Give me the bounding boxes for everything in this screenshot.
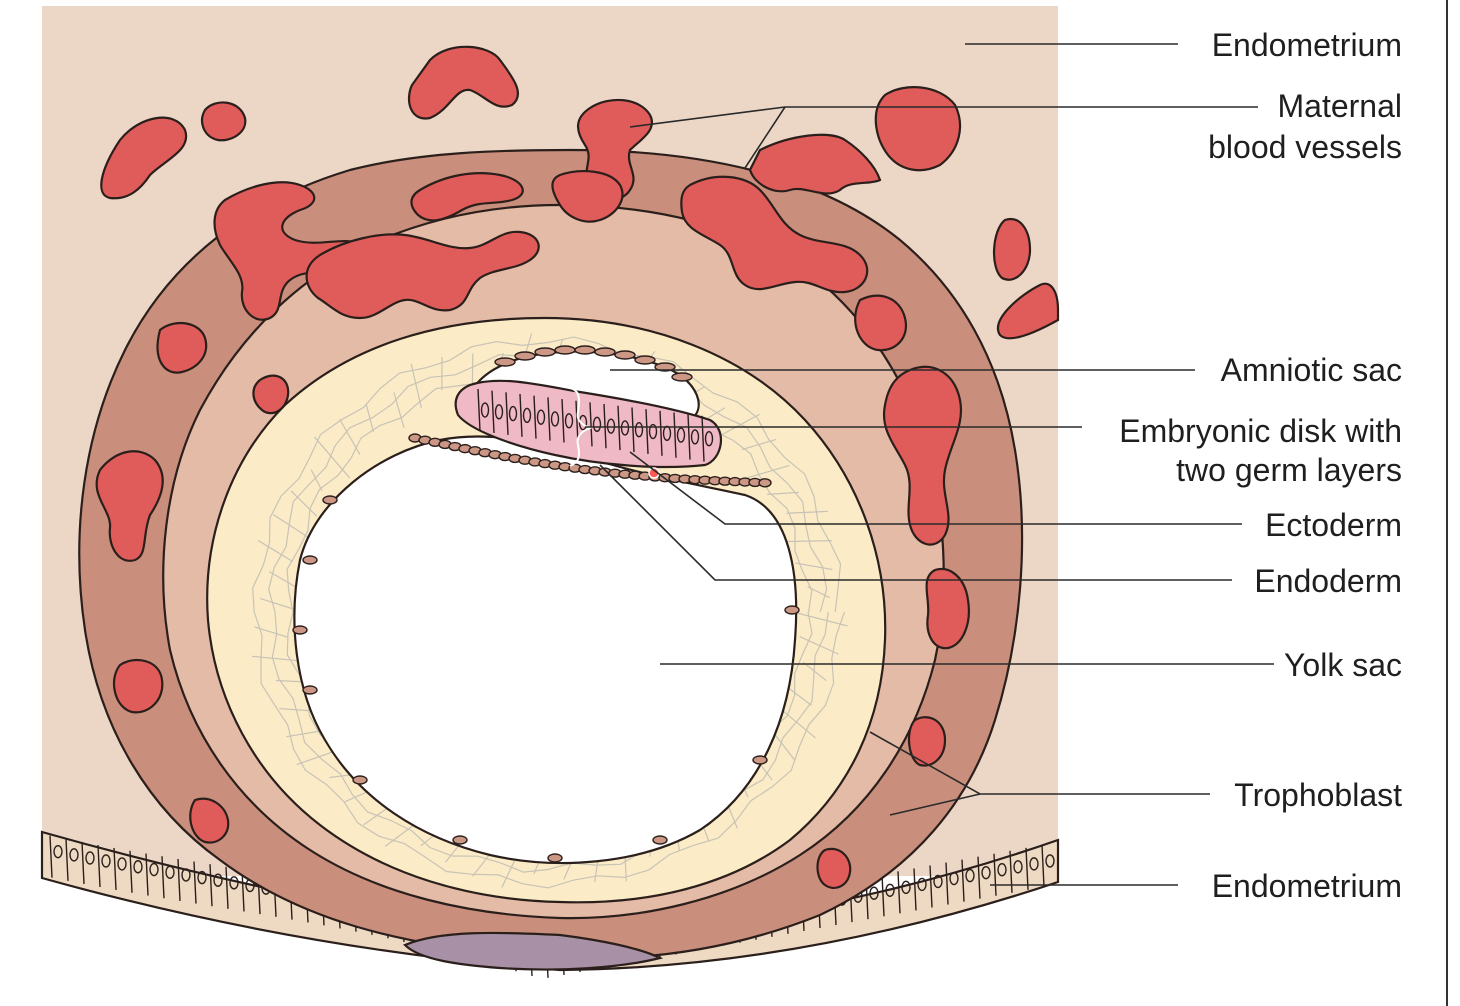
amnion-cells bbox=[494, 345, 693, 382]
ectoderm-cells bbox=[477, 388, 714, 462]
leader-lines bbox=[585, 43, 1274, 886]
label-amniotic-sac: Amniotic sac bbox=[1221, 352, 1402, 388]
label-yolk-sac: Yolk sac bbox=[1284, 647, 1402, 683]
label-endometrium-top: Endometrium bbox=[1212, 27, 1402, 63]
abembryonic-plug bbox=[403, 931, 664, 971]
label-ectoderm: Ectoderm bbox=[1265, 507, 1402, 543]
label-endometrium-bottom: Endometrium bbox=[1212, 868, 1402, 904]
label-maternal-blood-vessels-line1: Maternal bbox=[1278, 88, 1403, 124]
label-embryonic-disk-line2: two germ layers bbox=[1176, 452, 1402, 488]
below-epithelium-area bbox=[42, 880, 1058, 1006]
label-maternal-blood-vessels-line2: blood vessels bbox=[1208, 129, 1402, 165]
embryonic-disk bbox=[454, 379, 723, 469]
maternal-blood-vessels bbox=[95, 45, 1060, 889]
endoderm-cells bbox=[292, 433, 800, 863]
label-endoderm: Endoderm bbox=[1254, 563, 1402, 599]
label-embryonic-disk-line1: Embryonic disk with bbox=[1119, 413, 1402, 449]
germ-layer-bracket bbox=[569, 387, 593, 467]
label-trophoblast: Trophoblast bbox=[1234, 777, 1402, 813]
